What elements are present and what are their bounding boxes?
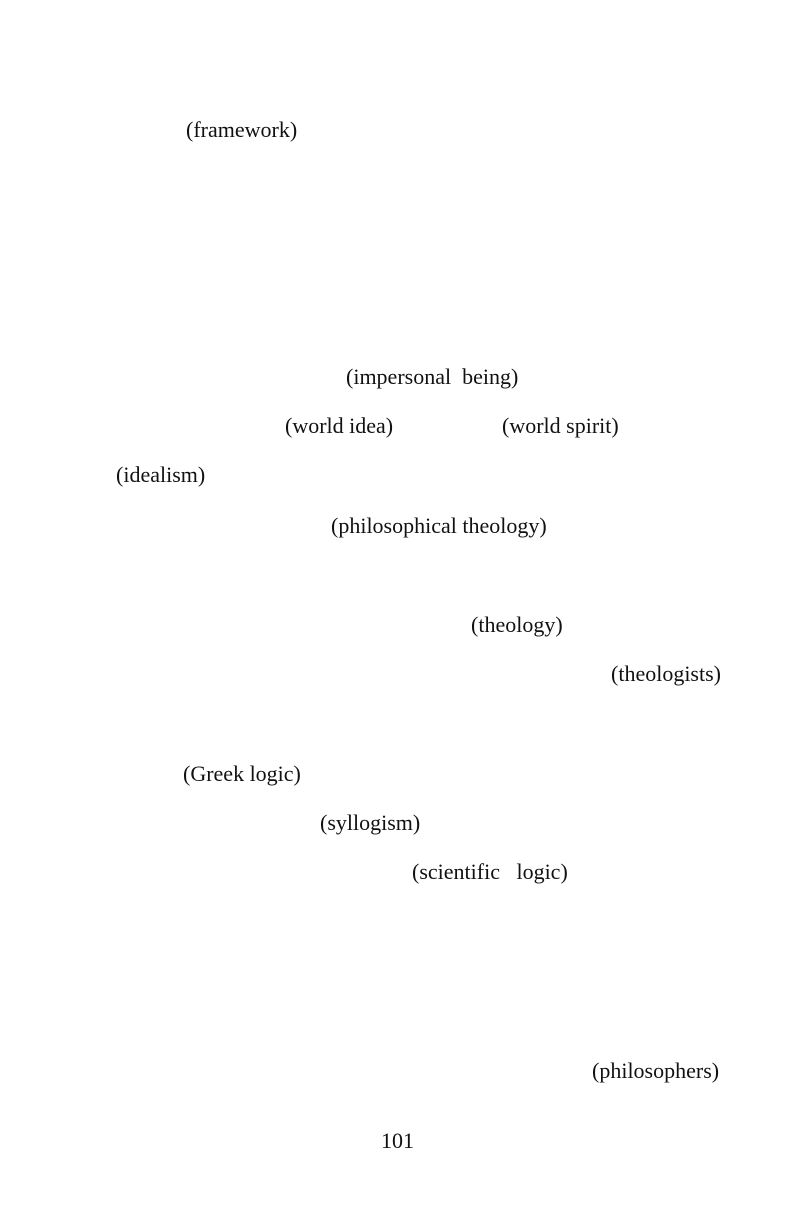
- term-scientific-logic: (scientific logic): [412, 859, 568, 884]
- term-world-spirit: (world spirit): [502, 413, 619, 438]
- term-world-idea: (world idea): [285, 413, 394, 438]
- term-framework: (framework): [186, 117, 298, 142]
- term-theologists: (theologists): [611, 661, 721, 686]
- page-number: 101: [381, 1128, 414, 1153]
- term-impersonal-being: (impersonal being): [346, 364, 519, 389]
- term-theology: (theology): [471, 612, 563, 637]
- term-syllogism: (syllogism): [320, 810, 421, 835]
- term-philosophical-theology: (philosophical theology): [331, 513, 547, 538]
- term-greek-logic: (Greek logic): [183, 761, 301, 786]
- term-idealism: (idealism): [116, 462, 206, 487]
- term-philosophers: (philosophers): [592, 1058, 720, 1083]
